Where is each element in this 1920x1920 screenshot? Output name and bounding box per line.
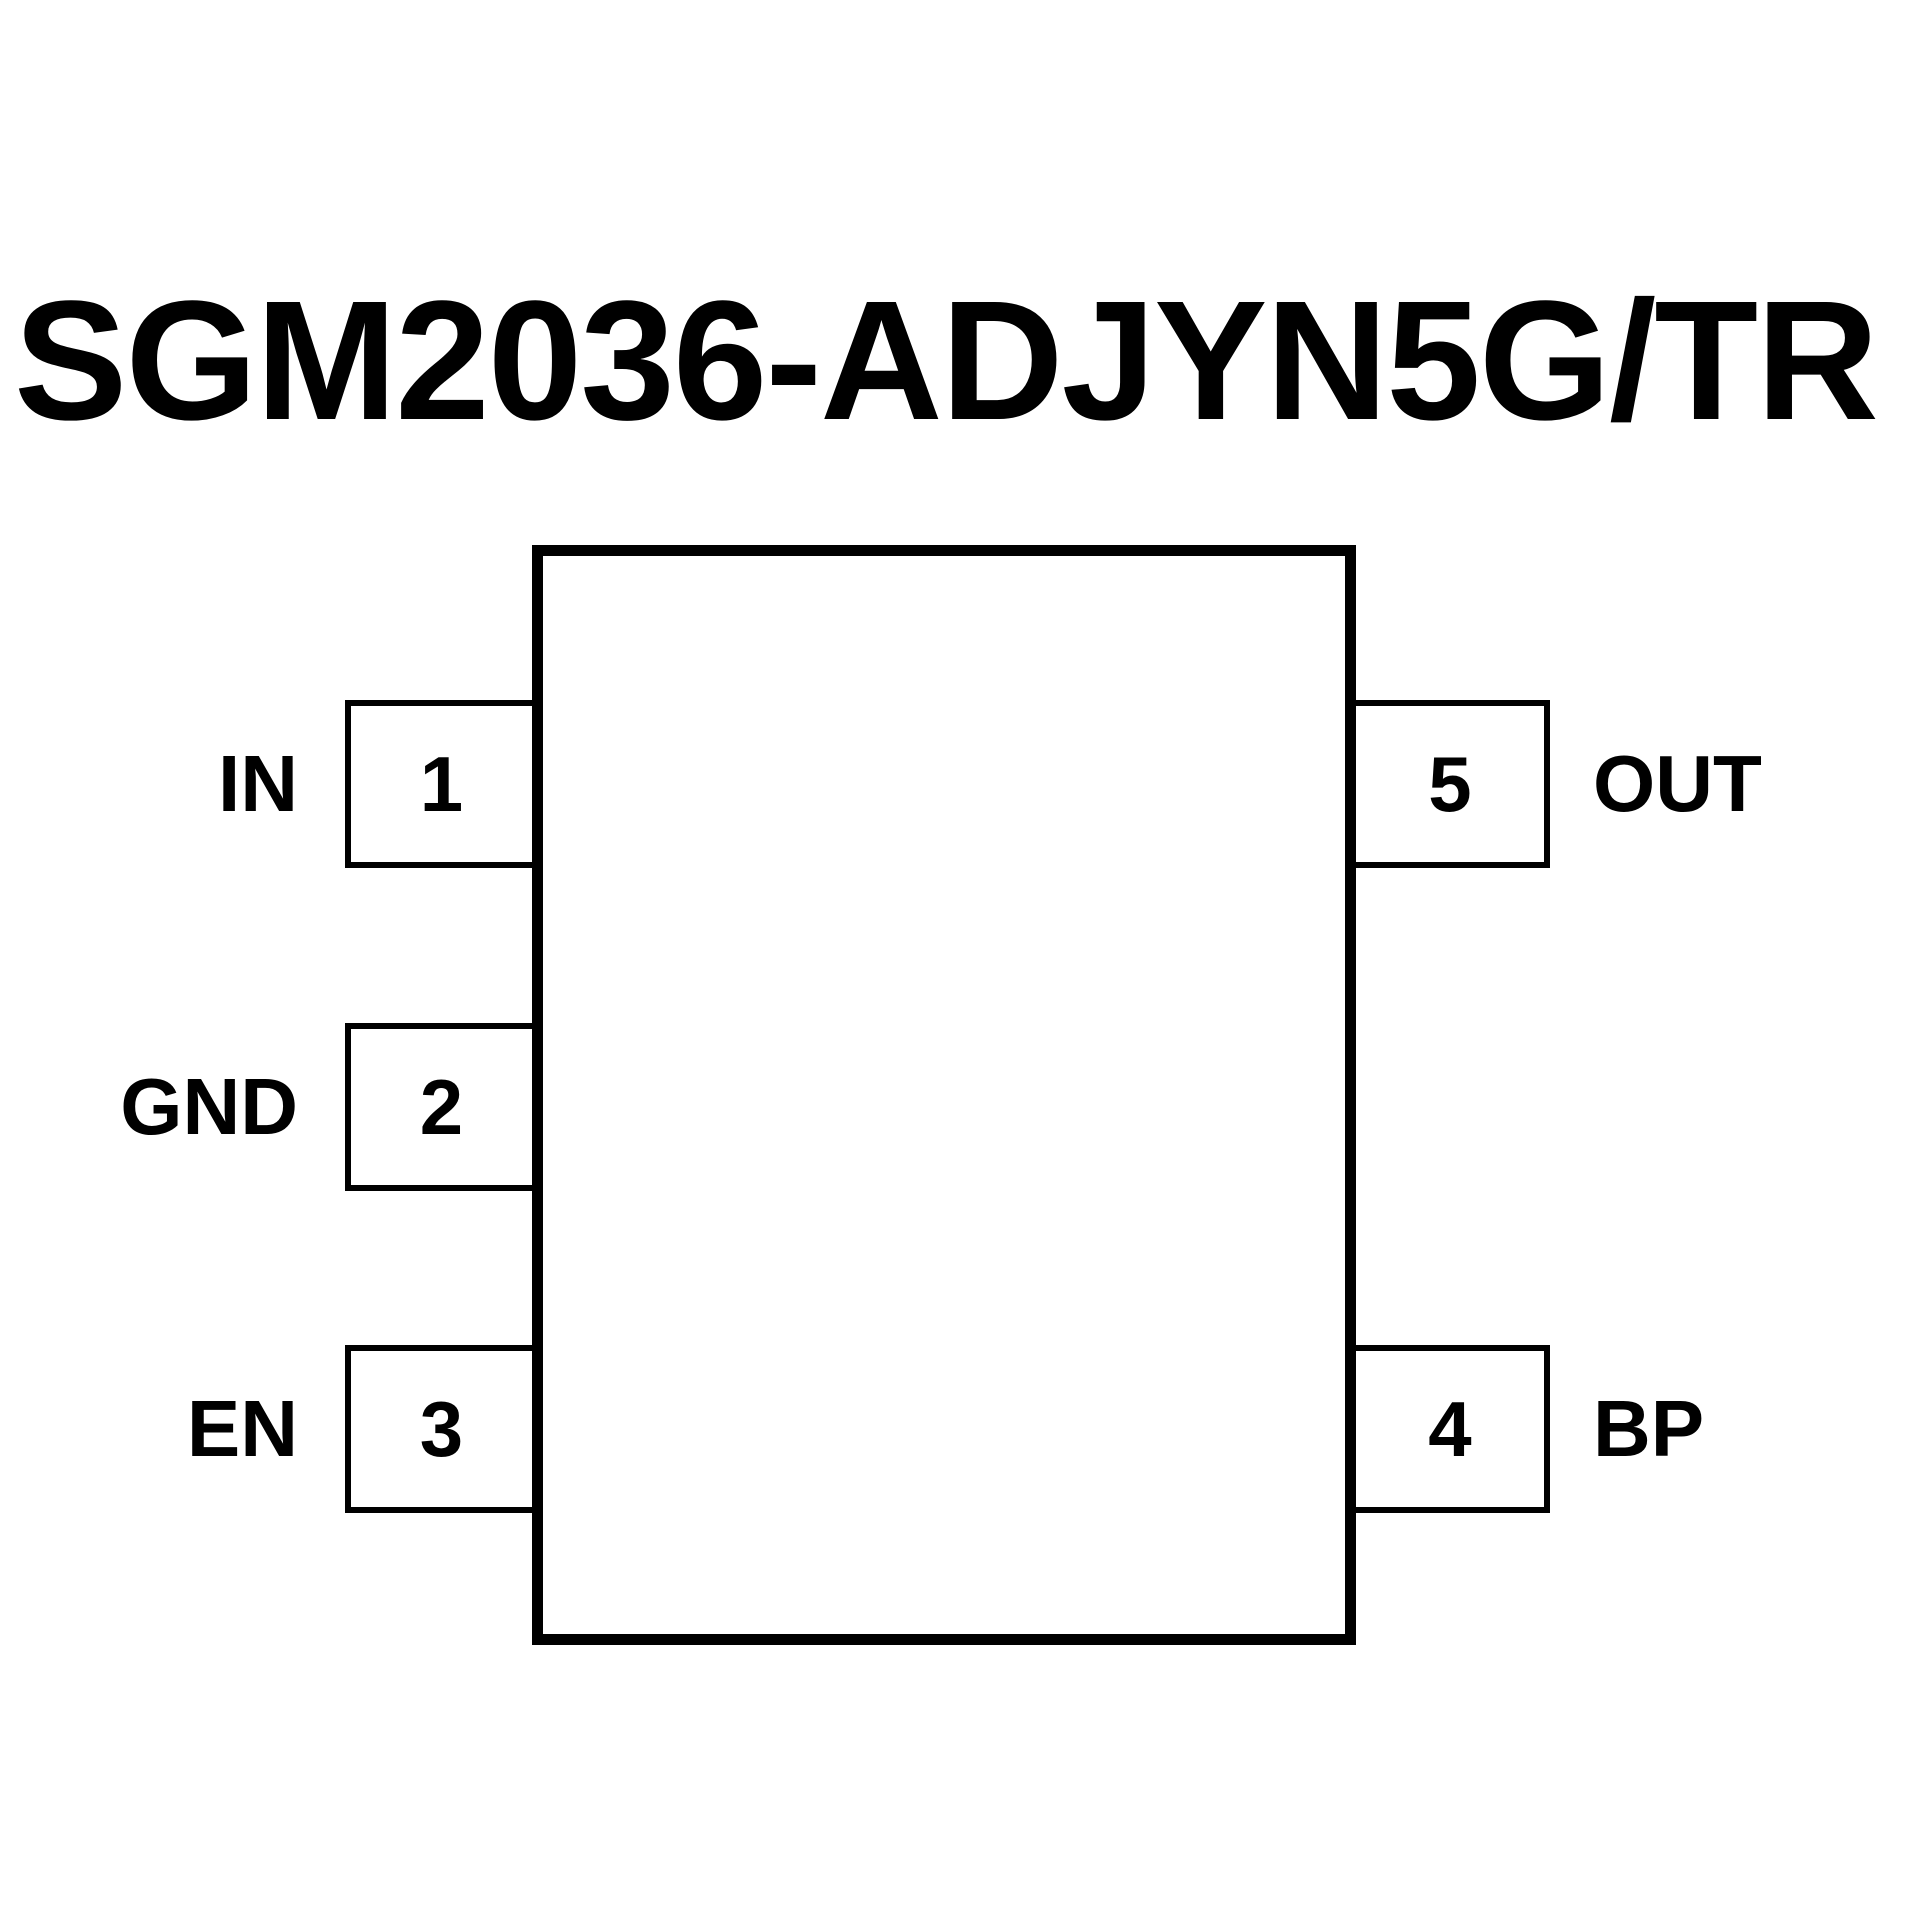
pin-2-number: 2	[419, 1062, 464, 1151]
pin-3-number: 3	[419, 1384, 464, 1473]
page-title: SGM2036-ADJYN5G/TR	[14, 266, 1879, 456]
pin-1-box: 1	[345, 700, 538, 868]
pin-5-box: 5	[1350, 700, 1550, 868]
pin-2-box: 2	[345, 1023, 538, 1191]
pin-4-number: 4	[1428, 1384, 1472, 1473]
pin-3-label: EN	[186, 1384, 298, 1473]
pin-1-label: IN	[218, 739, 298, 828]
pin-1-number: 1	[419, 739, 464, 828]
pin-2-label: GND	[120, 1062, 298, 1151]
ic-body	[532, 545, 1356, 1645]
pin-4-label: BP	[1593, 1384, 1705, 1473]
pin-4-box: 4	[1350, 1345, 1550, 1513]
pin-3-box: 3	[345, 1345, 538, 1513]
pin-5-label: OUT	[1593, 739, 1762, 828]
pin-5-number: 5	[1428, 739, 1472, 828]
